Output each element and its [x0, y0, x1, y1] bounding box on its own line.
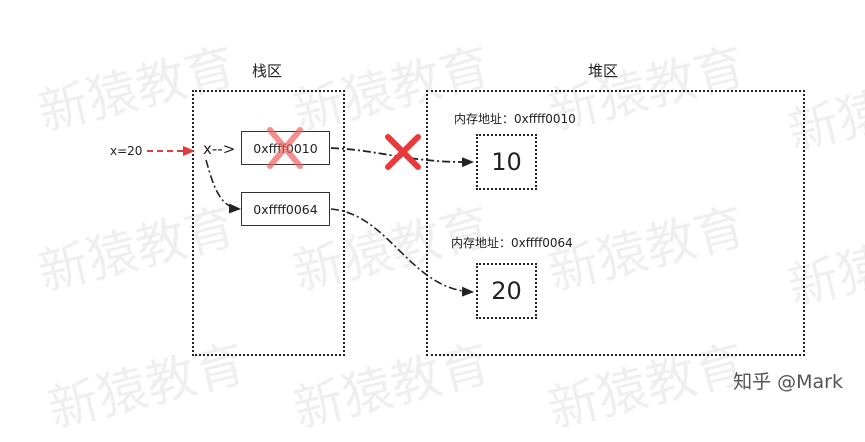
- cross-icon: [385, 134, 421, 170]
- heap-value-1: 10: [491, 148, 522, 176]
- new-reference-arrow: [330, 208, 474, 297]
- heap-addr-label-1: 内存地址：0xffff0010: [454, 112, 576, 126]
- var-to-new-entry-arrow: [205, 159, 241, 214]
- heap-region: [426, 90, 805, 356]
- diagram: 新猿教育 新猿教育 新猿教育 新猿教育 新猿教育 新猿教育 新猿教育 新猿教育 …: [33, 37, 865, 439]
- heap-addr-label-2: 内存地址：0xffff0064: [451, 236, 573, 250]
- connector-layer: to new stack entry -->: [147, 127, 474, 297]
- heap-value-box-1: 10: [476, 134, 537, 190]
- stack-region: [192, 90, 345, 356]
- stack-title: 栈区: [252, 62, 283, 80]
- stack-entry-new-text: 0xffff0064: [253, 201, 318, 217]
- heap-value-2: 20: [491, 277, 522, 305]
- stack-entry-new: 0xffff0064: [241, 192, 330, 226]
- heap-title: 堆区: [588, 62, 619, 80]
- heap-value-box-2: 20: [476, 263, 537, 319]
- footer-attribution: 知乎 @Mark: [733, 371, 843, 393]
- cross-icon: [267, 127, 303, 169]
- assign-label: x=20: [110, 144, 143, 158]
- variable-label: x-->: [203, 140, 236, 158]
